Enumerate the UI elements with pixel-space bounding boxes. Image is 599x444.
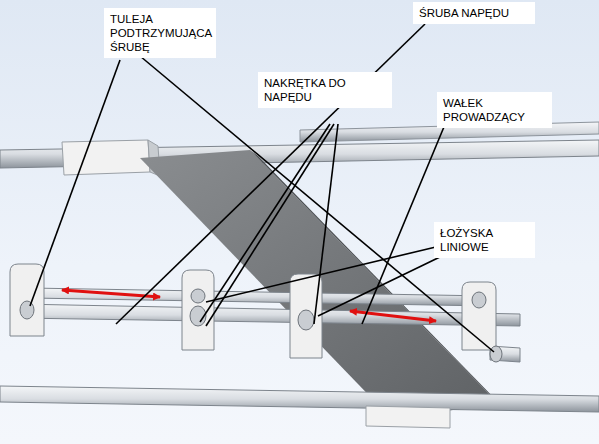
label-box: WAŁEK PROWADZĄCY xyxy=(437,92,552,128)
part-label: ŚRUBA NAPĘDU xyxy=(419,6,529,20)
part-label: WAŁEK PROWADZĄCY xyxy=(443,96,546,124)
diagonal-plate xyxy=(140,150,500,418)
lower-assembly xyxy=(10,264,520,362)
label-box: ŁOŻYSKA LINIOWE xyxy=(434,222,535,258)
bottom-rail xyxy=(0,386,599,428)
leader-line xyxy=(30,24,494,352)
motion-arrow xyxy=(62,290,436,321)
label-box: TULEJA PODTRZYMUJĄCA ŚRUBĘ xyxy=(104,8,216,58)
part-label: TULEJA PODTRZYMUJĄCA ŚRUBĘ xyxy=(110,12,210,54)
label-box: ŚRUBA NAPĘDU xyxy=(413,2,535,24)
label-box: NAKRĘTKA DO NAPĘDU xyxy=(258,72,392,108)
part-label: NAKRĘTKA DO NAPĘDU xyxy=(264,76,386,104)
part-label: ŁOŻYSKA LINIOWE xyxy=(440,226,529,254)
upper-rails xyxy=(0,122,599,176)
